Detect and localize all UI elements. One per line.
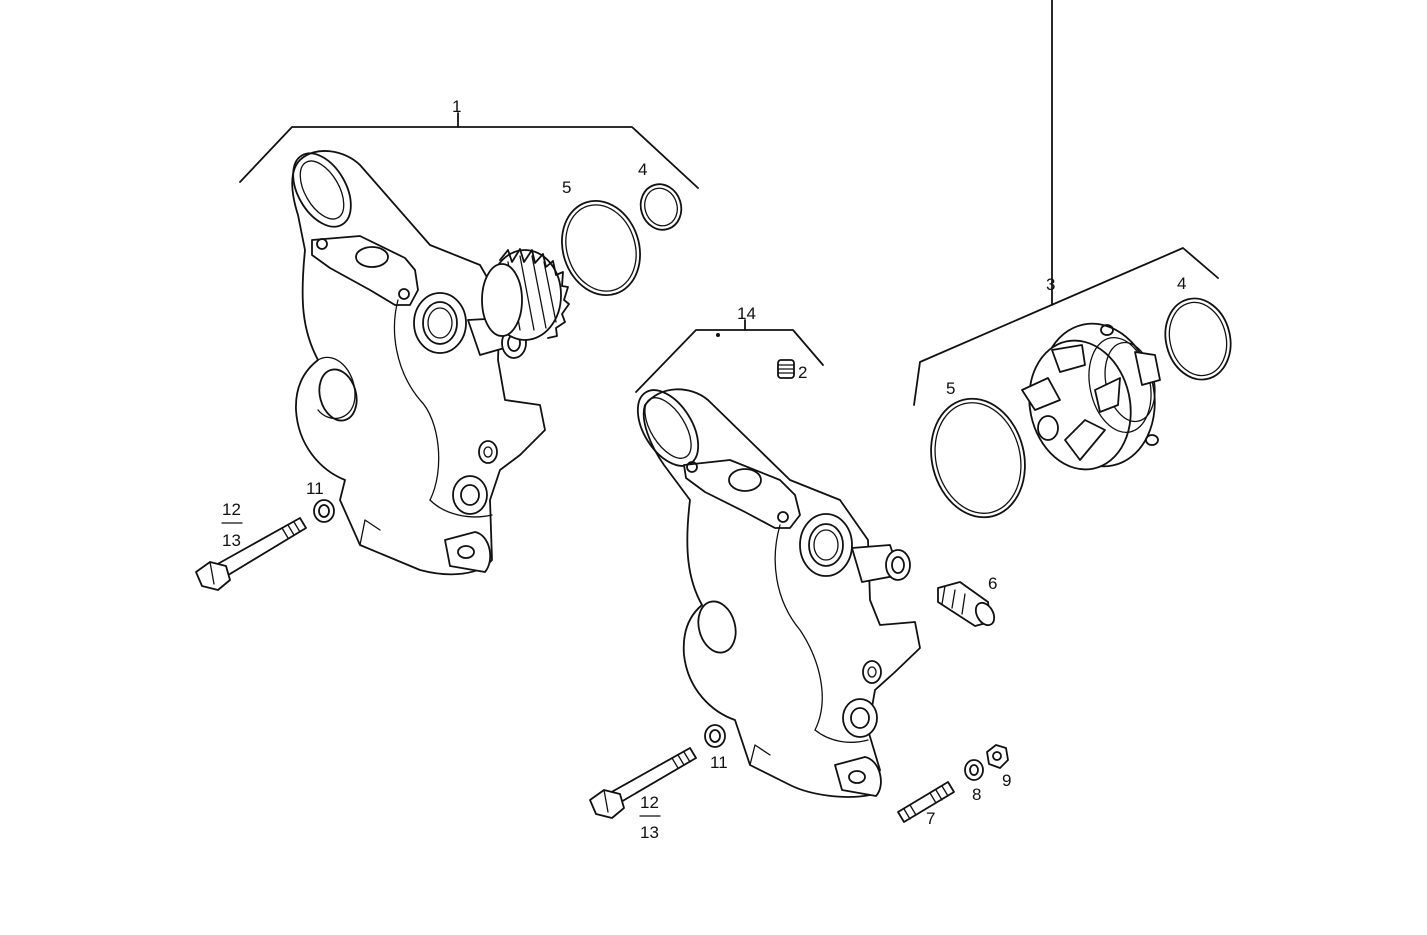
callout-7: 7 bbox=[926, 809, 935, 828]
callout-8: 8 bbox=[972, 785, 981, 804]
impeller-group-3 bbox=[913, 0, 1219, 471]
fitting-6 bbox=[937, 581, 996, 627]
flange-plate-1 bbox=[311, 235, 419, 306]
callout-14: 14 bbox=[737, 304, 756, 323]
callout-bracket-14 bbox=[635, 329, 824, 393]
o-ring-5-right bbox=[930, 397, 1026, 519]
nut-9 bbox=[986, 744, 1009, 769]
callout-bracket-1 bbox=[239, 126, 699, 189]
callout-11-lower: 11 bbox=[710, 753, 728, 772]
drive-gear-icon bbox=[481, 248, 570, 341]
washer-11-lower bbox=[704, 724, 726, 748]
pump-housing-group-14 bbox=[635, 319, 921, 798]
plug-2 bbox=[777, 359, 795, 379]
callout-6: 6 bbox=[988, 574, 997, 593]
o-ring-5-upper bbox=[561, 199, 641, 297]
pump-assembly-group-1: 1 5 4 11 12 13 14 2 3 4 5 6 11 12 13 7 8… bbox=[195, 0, 1232, 842]
callout-11-upper: 11 bbox=[306, 479, 324, 498]
callout-13-lower: 13 bbox=[640, 823, 659, 842]
screw-12-13-upper bbox=[195, 517, 307, 591]
callout-4-right: 4 bbox=[1177, 274, 1186, 293]
screw-12-13-lower bbox=[589, 747, 697, 819]
callout-4-upper: 4 bbox=[638, 160, 647, 179]
washer-11-upper bbox=[313, 499, 335, 523]
washer-8 bbox=[964, 759, 984, 781]
callout-3: 3 bbox=[1046, 275, 1055, 294]
callout-13-upper: 13 bbox=[222, 531, 241, 550]
flange-plate-14 bbox=[683, 459, 801, 529]
stud-7 bbox=[897, 781, 955, 823]
o-ring-4-right bbox=[1164, 297, 1232, 381]
callout-1: 1 bbox=[452, 97, 461, 116]
callout-9: 9 bbox=[1002, 771, 1011, 790]
o-ring-4-upper bbox=[639, 183, 683, 231]
callout-5-upper: 5 bbox=[562, 178, 571, 197]
callout-2: 2 bbox=[798, 363, 807, 382]
impeller-3 bbox=[1021, 322, 1161, 471]
callout-12-upper: 12 bbox=[222, 500, 241, 519]
callout-12-lower: 12 bbox=[640, 793, 659, 812]
pump-housing-14 bbox=[642, 388, 921, 798]
callout-5-right: 5 bbox=[946, 379, 955, 398]
